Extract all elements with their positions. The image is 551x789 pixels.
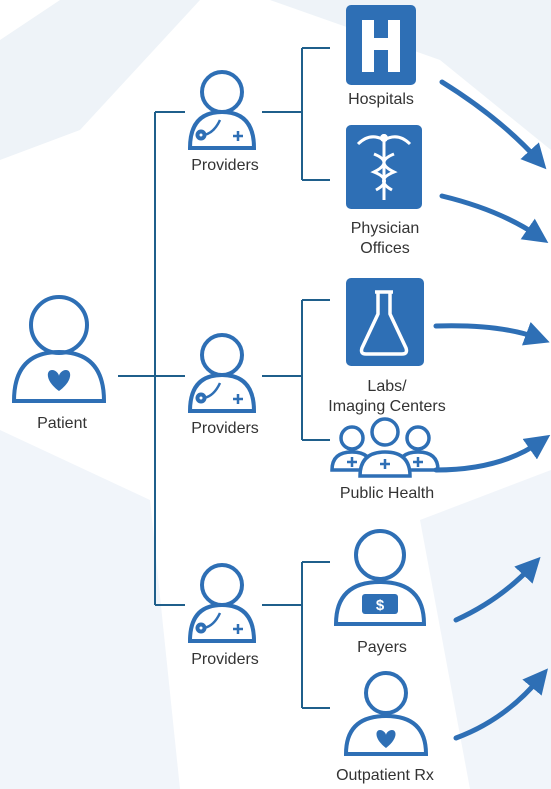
public-health-group-icon [330, 417, 440, 478]
caduceus-icon [346, 125, 422, 209]
arrow-hospitals [439, 79, 547, 170]
lab-flask-icon [346, 278, 424, 366]
hospital-icon [346, 5, 416, 85]
provider-stethoscope-icon [187, 70, 257, 150]
watermark-shape-top-left [0, 0, 200, 160]
arrow-physician [439, 193, 549, 244]
provider-3-label: Providers [191, 651, 259, 668]
provider-stethoscope-icon [187, 333, 257, 413]
svg-text:$: $ [376, 597, 385, 614]
labs-imaging-label: Labs/ Imaging Centers [328, 378, 446, 415]
outpatient-rx-label: Outpatient Rx [336, 767, 434, 784]
patient-heart-icon [11, 295, 107, 403]
patient-label: Patient [37, 415, 87, 432]
arrow-payers [453, 556, 541, 623]
watermark-shape-top-right [270, 0, 551, 150]
provider-stethoscope-icon [187, 563, 257, 643]
payer-dollar-icon: $ [333, 529, 427, 626]
hospitals-label: Hospitals [348, 91, 414, 108]
arrow-outpatient [453, 668, 549, 741]
payers-label: Payers [357, 639, 407, 656]
watermark-shape-bottom-right [420, 470, 551, 789]
watermark-shape-bottom-left [0, 430, 180, 789]
pharmacy-rx-icon [343, 671, 429, 756]
provider-2-label: Providers [191, 420, 259, 437]
public-health-label: Public Health [339, 485, 435, 502]
arrow-labs [433, 321, 550, 346]
provider-1-label: Providers [191, 157, 259, 174]
physician-offices-label: Physician Offices [350, 220, 420, 257]
arrow-public-health [433, 434, 551, 473]
